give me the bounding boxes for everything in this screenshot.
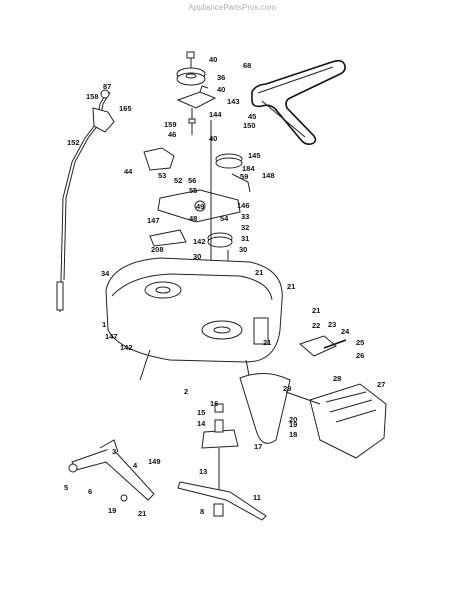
callout-labels: 4036401431446887158165152159464515040145… [64, 55, 385, 518]
callout-147a: 147 [147, 216, 160, 225]
idler-bracket-assembly [143, 120, 251, 300]
callout-33: 33 [241, 212, 249, 221]
callout-21d: 21 [312, 306, 320, 315]
callout-17: 17 [254, 442, 262, 451]
deck-lift-linkage [68, 439, 155, 502]
callout-25: 25 [356, 338, 364, 347]
callout-28: 28 [333, 374, 341, 383]
callout-208: 208 [151, 245, 164, 254]
callout-55: 55 [189, 186, 197, 195]
callout-15: 15 [197, 408, 205, 417]
callout-24: 24 [341, 327, 350, 336]
callout-148: 148 [262, 171, 275, 180]
mower-blade [177, 481, 267, 521]
callout-8: 8 [200, 507, 204, 516]
callout-13: 13 [199, 467, 207, 476]
callout-44: 44 [124, 167, 133, 176]
blade-spindle [201, 403, 239, 517]
callout-21e: 21 [138, 509, 146, 518]
callout-30a: 30 [193, 252, 201, 261]
callout-143: 143 [227, 97, 240, 106]
callout-59: 59 [240, 172, 248, 181]
callout-29: 29 [283, 384, 291, 393]
callout-145: 145 [248, 151, 261, 160]
callout-165: 165 [119, 104, 132, 113]
callout-68: 68 [243, 61, 251, 70]
callout-158: 158 [86, 92, 99, 101]
callout-49: 49 [196, 202, 204, 211]
callout-5: 5 [64, 483, 68, 492]
callout-46: 46 [168, 130, 176, 139]
callout-52: 52 [174, 176, 182, 185]
watermark-text: AppliancePartsPros.com [188, 3, 276, 12]
callout-150: 150 [243, 121, 256, 130]
callout-149: 149 [148, 457, 161, 466]
callout-142b: 142 [120, 343, 133, 352]
callout-87: 87 [103, 82, 111, 91]
drive-belt [251, 59, 346, 145]
discharge-chute [239, 335, 387, 459]
callout-48: 48 [189, 214, 197, 223]
callout-34: 34 [101, 269, 110, 278]
callout-3: 3 [112, 447, 116, 456]
callout-40c: 40 [209, 134, 217, 143]
callout-21b: 21 [287, 282, 295, 291]
callout-152: 152 [67, 138, 80, 147]
callout-27: 27 [377, 380, 385, 389]
callout-26: 26 [356, 351, 364, 360]
callout-45: 45 [248, 112, 256, 121]
callout-53: 53 [158, 171, 166, 180]
callout-6: 6 [88, 487, 92, 496]
callout-11: 11 [253, 493, 261, 502]
callout-146: 146 [237, 201, 250, 210]
callout-32: 32 [241, 223, 249, 232]
control-cable [56, 89, 115, 313]
callout-1: 1 [102, 320, 106, 329]
callout-56: 56 [188, 176, 196, 185]
callout-21c: 21 [263, 338, 271, 347]
callout-2: 2 [184, 387, 188, 396]
callout-144: 144 [209, 110, 222, 119]
callout-16: 16 [210, 399, 218, 408]
callout-40b: 40 [217, 85, 225, 94]
callout-184: 184 [242, 164, 255, 173]
callout-21a: 21 [255, 268, 263, 277]
callout-19a: 19 [289, 420, 297, 429]
callout-31: 31 [241, 234, 249, 243]
callout-19b: 19 [108, 506, 116, 515]
callout-36: 36 [217, 73, 225, 82]
callout-18: 18 [289, 430, 297, 439]
callout-159: 159 [164, 120, 177, 129]
top-pulley-assembly [176, 51, 217, 135]
callout-147b: 147 [105, 332, 118, 341]
callout-20: 20 [289, 415, 297, 424]
callout-142a: 142 [193, 237, 206, 246]
callout-40a: 40 [209, 55, 217, 64]
callout-30b: 30 [239, 245, 247, 254]
callout-23: 23 [328, 320, 336, 329]
callout-22: 22 [312, 321, 320, 330]
callout-54: 54 [220, 214, 229, 223]
callout-14: 14 [197, 419, 206, 428]
callout-4: 4 [133, 461, 138, 470]
